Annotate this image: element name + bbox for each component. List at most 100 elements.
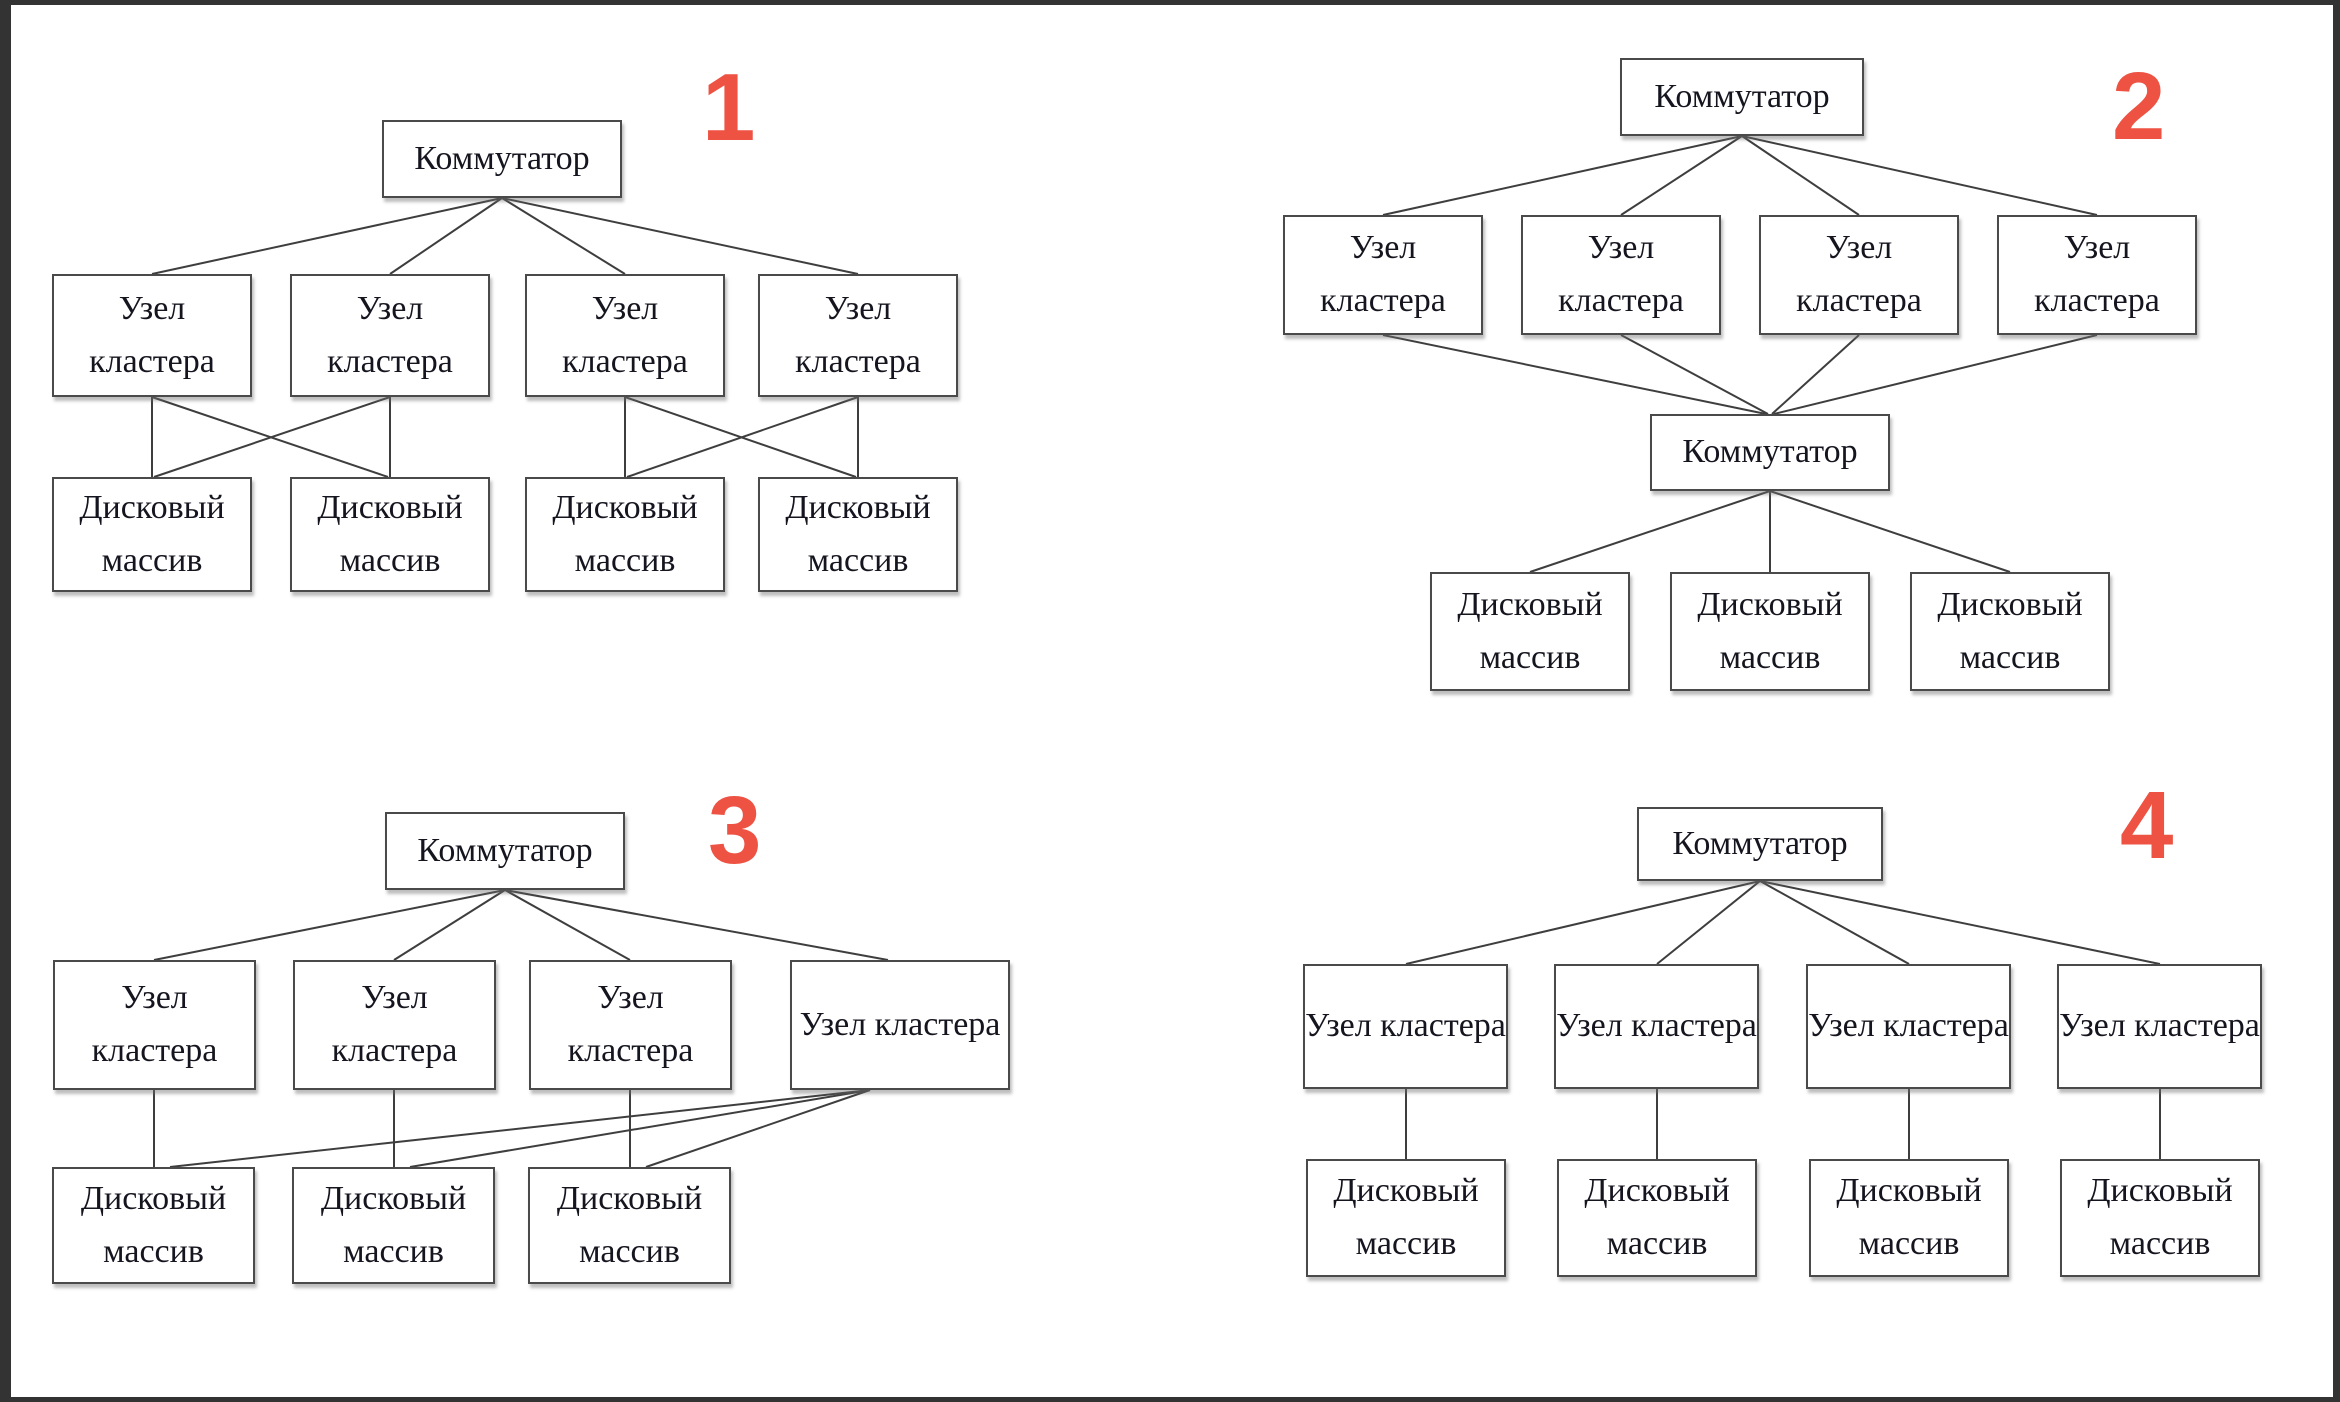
connector-line xyxy=(169,1089,871,1168)
cluster-node-box: Узел кластера xyxy=(529,960,732,1090)
switch-box-label: Коммутатор xyxy=(1654,77,1830,115)
cluster-node-box-label: Узел кластера xyxy=(1320,229,1446,319)
disk-array-box-label: Дисковый массив xyxy=(1697,585,1843,676)
connector-line xyxy=(153,396,391,478)
disk-array-box: Дисковый массив xyxy=(1306,1159,1506,1277)
disk-array-box: Дисковый массив xyxy=(1430,572,1630,691)
cluster-node-box: Узел кластера xyxy=(1759,215,1959,335)
switch-box: Коммутатор xyxy=(385,812,625,890)
connector-line xyxy=(1620,334,1769,415)
disk-array-box: Дисковый массив xyxy=(52,477,252,592)
cluster-node-box-label: Узел кластера xyxy=(327,289,453,380)
cluster-node-box: Узел кластера xyxy=(293,960,496,1090)
cluster-node-box-label: Узел кластера xyxy=(1556,1007,1757,1045)
connector-line xyxy=(1382,135,1743,216)
switch-box: Коммутатор xyxy=(382,120,622,198)
connector-line xyxy=(1773,334,2098,415)
disk-array-box: Дисковый массив xyxy=(525,477,725,592)
switch-box-label: Коммутатор xyxy=(1672,824,1848,862)
disk-array-box: Дисковый массив xyxy=(1809,1159,2009,1277)
disk-array-box-label: Дисковый массив xyxy=(320,1179,467,1270)
connector-line xyxy=(504,889,631,961)
cluster-node-box-label: Узел кластера xyxy=(89,289,215,380)
switch-box: Коммутатор xyxy=(1637,807,1883,881)
cluster-node-box-label: Узел кластера xyxy=(562,289,688,380)
cluster-node-box-label: Узел кластера xyxy=(1796,229,1922,319)
disk-array-box-label: Дисковый массив xyxy=(2087,1172,2233,1262)
diagram-number: 1 xyxy=(702,54,756,161)
disk-array-box-label: Дисковый массив xyxy=(79,488,225,579)
disk-array-box: Дисковый массив xyxy=(1910,572,2110,691)
connector-line xyxy=(1382,334,1767,415)
connector-line xyxy=(645,1089,871,1168)
connector-line xyxy=(1741,135,1860,216)
disk-array-box-label: Дисковый массив xyxy=(1457,585,1603,676)
cluster-node-box: Узел кластера xyxy=(1303,964,1508,1089)
disk-array-box: Дисковый массив xyxy=(1557,1159,1757,1277)
connector-line xyxy=(151,197,503,275)
connector-line xyxy=(393,889,506,961)
connector-line xyxy=(626,396,859,478)
cluster-node-box-label: Узел кластера xyxy=(567,979,694,1069)
disk-array-box-label: Дисковый массив xyxy=(317,488,463,579)
connector-line xyxy=(1529,490,1771,573)
connector-line xyxy=(1769,490,2011,573)
disk-array-box-label: Дисковый массив xyxy=(1836,1172,1982,1262)
connector-line xyxy=(1771,334,1860,415)
connector-line xyxy=(1405,880,1761,965)
connector-line xyxy=(153,889,506,961)
disk-array-box: Дисковый массив xyxy=(52,1167,255,1284)
cluster-node-box-label: Узел кластера xyxy=(795,289,921,380)
switch-box-label: Коммутатор xyxy=(1682,433,1858,471)
connector-line xyxy=(1759,880,2161,965)
cluster-node-box: Узел кластера xyxy=(2057,964,2262,1089)
cluster-node-box-label: Узел кластера xyxy=(2034,229,2160,319)
disk-array-box-label: Дисковый массив xyxy=(1333,1172,1479,1262)
disk-array-box-label: Дисковый массив xyxy=(556,1179,703,1270)
disk-array-box-label: Дисковый массив xyxy=(1937,585,2083,676)
connector-line xyxy=(409,1089,871,1168)
disk-array-box-label: Дисковый массив xyxy=(785,488,931,579)
disk-array-box: Дисковый массив xyxy=(758,477,958,592)
cluster-node-box-label: Узел кластера xyxy=(331,979,458,1069)
connector-line xyxy=(501,197,626,275)
diagram-number: 2 xyxy=(2112,53,2166,160)
disk-array-box: Дисковый массив xyxy=(1670,572,1870,691)
cluster-node-box-label: Узел кластера xyxy=(799,1005,1001,1043)
switch-box-label: Коммутатор xyxy=(417,831,593,869)
connector-line xyxy=(389,197,503,275)
diagram-number: 3 xyxy=(708,777,762,884)
connector-line xyxy=(1759,880,1910,965)
switch-box: Коммутатор xyxy=(1650,414,1890,491)
cluster-node-box-label: Узел кластера xyxy=(1558,229,1684,319)
cluster-node-box: Узел кластера xyxy=(525,274,725,397)
connector-line xyxy=(1741,135,2098,216)
diagram-number: 4 xyxy=(2120,772,2174,879)
disk-array-box-label: Дисковый массив xyxy=(80,1179,227,1270)
switch-box: Коммутатор xyxy=(1620,58,1864,136)
cluster-node-box: Узел кластера xyxy=(53,960,256,1090)
cluster-node-box-label: Узел кластера xyxy=(2059,1007,2260,1045)
cluster-node-box-label: Узел кластера xyxy=(1305,1007,1506,1045)
cluster-node-box: Узел кластера xyxy=(1283,215,1483,335)
cluster-node-box: Узел кластера xyxy=(52,274,252,397)
cluster-node-box: Узел кластера xyxy=(1806,964,2011,1089)
switch-box-label: Коммутатор xyxy=(414,139,590,177)
disk-array-box-label: Дисковый массив xyxy=(552,488,698,579)
connector-line xyxy=(501,197,859,275)
connector-line xyxy=(504,889,889,961)
disk-array-box-label: Дисковый массив xyxy=(1584,1172,1730,1262)
cluster-node-box-label: Узел кластера xyxy=(91,979,218,1069)
disk-array-box: Дисковый массив xyxy=(528,1167,731,1284)
cluster-node-box: Узел кластера xyxy=(290,274,490,397)
disk-array-box: Дисковый массив xyxy=(292,1167,495,1284)
cluster-node-box: Узел кластера xyxy=(1997,215,2197,335)
connector-line xyxy=(1656,880,1761,965)
cluster-node-box: Узел кластера xyxy=(1521,215,1721,335)
cluster-node-box: Узел кластера xyxy=(790,960,1010,1090)
cluster-node-box-label: Узел кластера xyxy=(1808,1007,2009,1045)
disk-array-box: Дисковый массив xyxy=(290,477,490,592)
cluster-node-box: Узел кластера xyxy=(758,274,958,397)
